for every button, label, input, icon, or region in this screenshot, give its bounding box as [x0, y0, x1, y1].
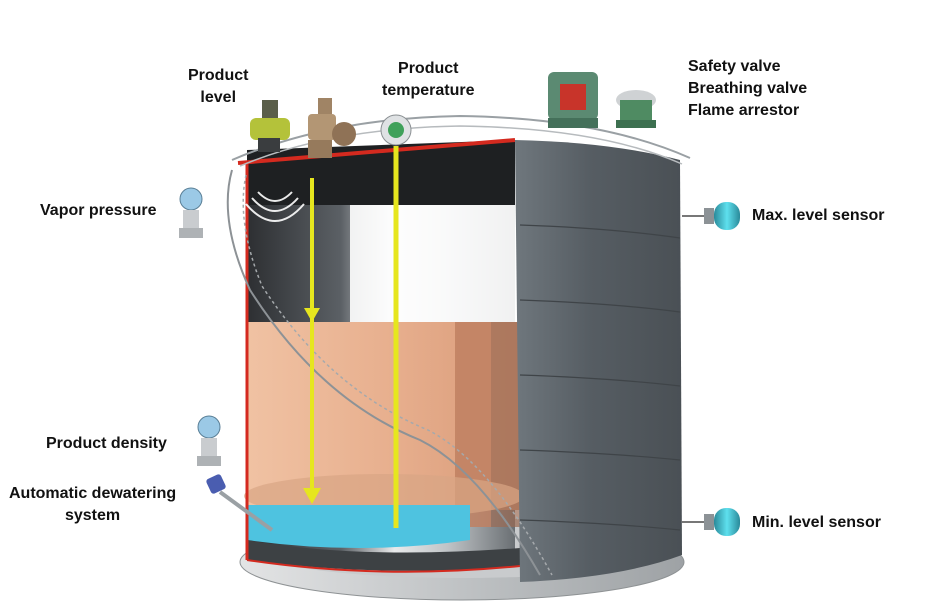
label-valves: Safety valve Breathing valve Flame arres… [688, 56, 807, 122]
pressure-transmitter-icon [179, 187, 203, 238]
breathing-valve-icon [616, 90, 656, 128]
roof-railing-lower [239, 125, 683, 167]
level-arrow-lower [303, 488, 321, 504]
label-product-density: Product density [46, 435, 167, 452]
level-arrow-upper [304, 308, 320, 322]
label-min-level-sensor: Min. level sensor [752, 514, 881, 531]
roof-railing [231, 114, 691, 161]
shell-seams [519, 224, 681, 531]
min-level-switch-icon [682, 508, 740, 536]
label-flame-arrestor: Flame arrestor [688, 102, 800, 119]
label-product-temperature-line2: temperature [382, 82, 475, 99]
label-breathing-valve: Breathing valve [688, 80, 808, 97]
spiral-stair-outer [226, 169, 541, 576]
radar-level-gauge-icon [250, 100, 290, 152]
temperature-transmitter-icon [380, 114, 412, 146]
tank-bottom-cut [246, 559, 521, 573]
safety-valve-icon [548, 72, 598, 128]
max-level-switch-icon [682, 202, 740, 230]
servo-level-gauge-icon [308, 98, 356, 158]
tank-shell [515, 140, 682, 582]
spiral-stair-inner [242, 174, 553, 576]
tank-roof-cut [237, 138, 516, 165]
tank-floor [247, 540, 520, 571]
label-product-level-line2: level [200, 89, 237, 106]
label-product-temperature-line1: Product [398, 60, 459, 77]
label-automatic-dewatering: Automatic dewatering system [9, 483, 176, 527]
label-automatic-dewatering-line1: Automatic dewatering [9, 485, 177, 502]
radar-waves [245, 191, 305, 222]
label-automatic-dewatering-line2: system [64, 507, 121, 524]
label-vapor-pressure: Vapor pressure [40, 202, 157, 219]
label-product-temperature: Product temperature [382, 58, 474, 102]
label-max-level-sensor: Max. level sensor [752, 207, 885, 224]
tank-interior-highlight [350, 205, 515, 322]
density-transmitter-icon [197, 415, 221, 466]
dewatering-probe-icon [206, 474, 274, 532]
label-safety-valve: Safety valve [688, 58, 781, 75]
label-product-level-line1: Product [188, 67, 249, 84]
water-layer [247, 505, 470, 548]
label-product-level: Product level [188, 65, 248, 109]
